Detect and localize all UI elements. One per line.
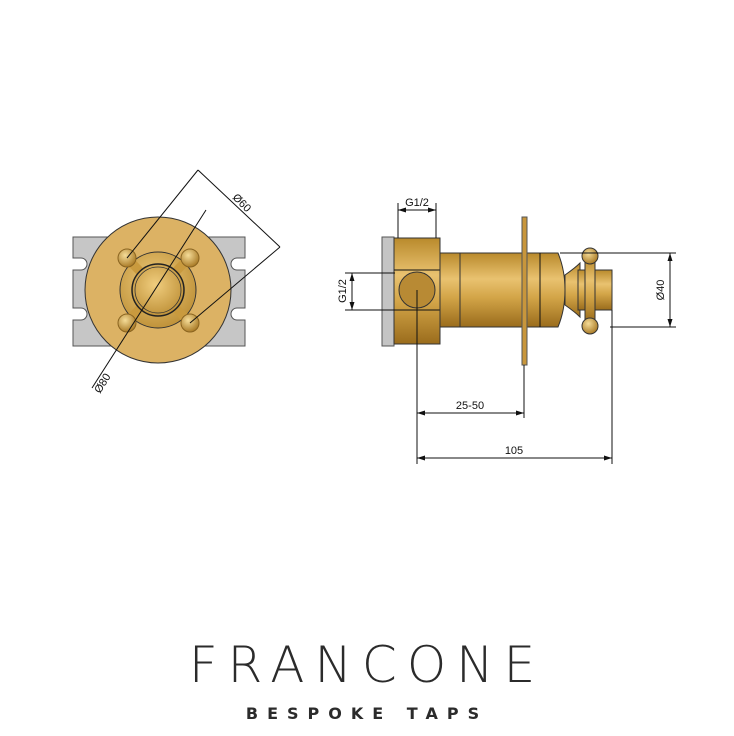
dim-outer-label: Ø80 (92, 372, 113, 396)
brand-tagline: BESPOKE TAPS (245, 704, 489, 723)
handle-ball (180, 248, 200, 268)
dim-total-length-label: 105 (505, 445, 523, 457)
handle-stem (584, 257, 596, 323)
valve-sleeve (459, 252, 525, 328)
dim-handle-diameter-label: Ø40 (655, 280, 667, 301)
dim-wall-depth-label: 25-50 (456, 400, 484, 412)
wall-flange (521, 216, 528, 366)
handle-ball (581, 247, 599, 265)
valve-cap (526, 252, 566, 328)
dim-handle-label: Ø60 (230, 192, 253, 215)
mounting-plate (381, 236, 395, 347)
side-view: G1/2 G1/2 Ø40 25-50 105 (337, 197, 676, 464)
hub-inner-ring (134, 266, 182, 314)
brand-logo: FRANCONE (188, 636, 546, 694)
handle-ball (117, 313, 137, 333)
dim-top-inlet-label: G1/2 (405, 197, 429, 209)
handle-ball (581, 317, 599, 335)
center-hub (131, 263, 185, 317)
valve-cylinder (439, 252, 461, 328)
dim-handle-front (91, 169, 281, 389)
handle-neck (564, 261, 581, 319)
dim-side-inlet-label: G1/2 (337, 279, 349, 303)
front-view: Ø60 Ø80 (72, 169, 281, 396)
dimension-arrows (349, 207, 673, 461)
